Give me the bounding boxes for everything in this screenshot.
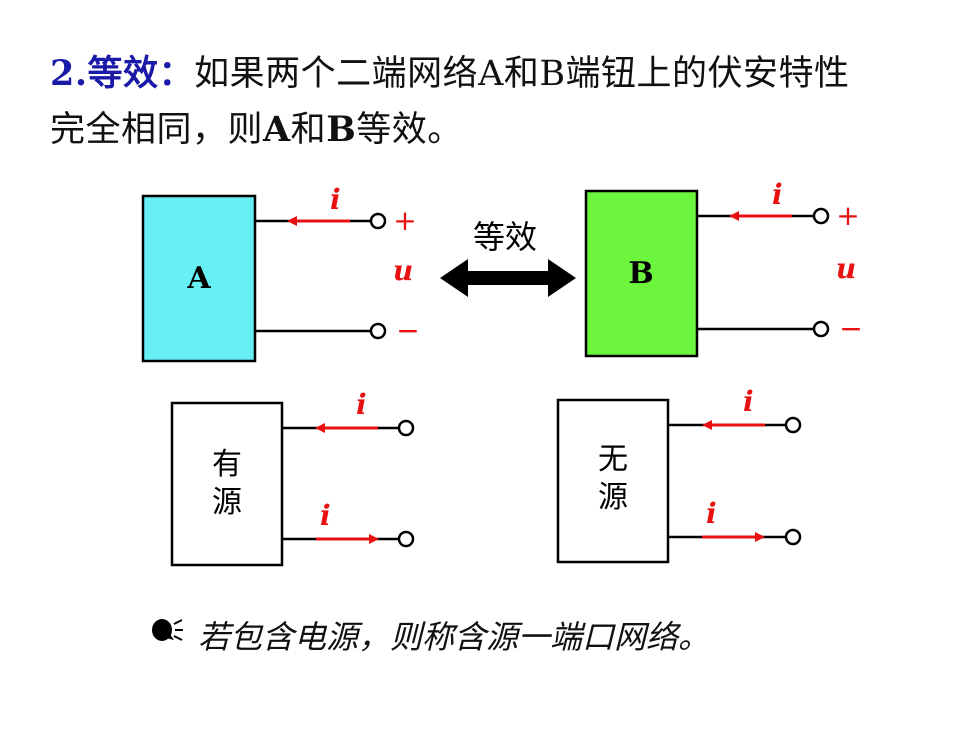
passive-node-top — [784, 416, 802, 434]
active-node-bottom — [397, 530, 415, 548]
minus-sign-a: − — [396, 314, 419, 347]
active-box — [170, 401, 284, 567]
equivalence-arrow: 等效 — [440, 218, 576, 297]
box-b — [584, 189, 699, 358]
current-label-b: i — [772, 178, 783, 211]
terminal-node-bottom-a — [369, 322, 387, 340]
definition-text-2e: 等效。 — [356, 110, 463, 150]
passive-current-label-top: i — [743, 385, 754, 418]
heading-line-2: 完全相同，则A和B等效。 — [50, 108, 463, 152]
plus-sign-a: + — [393, 204, 416, 237]
current-label-a: i — [330, 183, 341, 216]
terminal-node-top-b — [812, 207, 830, 225]
active-current-label-bottom: i — [320, 499, 331, 532]
minus-sign-b: − — [839, 312, 862, 345]
definition-text-2d: B — [326, 109, 357, 150]
speaker-icon — [150, 615, 184, 659]
box-a-label: A — [186, 261, 211, 296]
double-arrow-icon — [440, 259, 576, 297]
network-b: B i + u − — [584, 178, 863, 358]
passive-box-label-1: 无 — [598, 442, 628, 477]
equiv-label: 等效 — [473, 218, 537, 256]
section-number: 2. — [50, 53, 88, 94]
active-node-top — [397, 419, 415, 437]
passive-network: 无 源 i i — [556, 385, 802, 564]
terminal-node-top-a — [369, 212, 387, 230]
definition-text-2c: 和 — [290, 110, 327, 150]
voltage-label-a: u — [393, 254, 413, 287]
definition-text: 如果两个二端网络A和B端钮上的伏安特性 — [194, 54, 850, 94]
box-a — [141, 194, 257, 363]
active-network: 有 源 i i — [170, 388, 415, 567]
network-a: A i + u − — [141, 183, 420, 363]
definition-text-2b: A — [263, 109, 291, 150]
box-b-label: B — [628, 256, 653, 291]
section-term: 等效： — [87, 53, 195, 94]
active-box-label-2: 源 — [212, 485, 242, 520]
passive-box — [556, 398, 670, 564]
voltage-label-b: u — [836, 252, 856, 285]
footnote-text: 若包含电源，则称含源一端口网络。 — [198, 618, 711, 656]
passive-box-label-2: 源 — [598, 480, 628, 515]
active-box-label-1: 有 — [212, 447, 242, 482]
passive-node-bottom — [784, 528, 802, 546]
heading-line-1: 2.等效：如果两个二端网络A和B端钮上的伏安特性 — [50, 52, 850, 96]
active-current-label-top: i — [356, 388, 367, 421]
terminal-node-bottom-b — [812, 320, 830, 338]
plus-sign-b: + — [836, 199, 859, 232]
footnote: 若包含电源，则称含源一端口网络。 — [150, 615, 710, 659]
passive-current-label-bottom: i — [706, 497, 717, 530]
definition-text-2a: 完全相同，则 — [50, 110, 264, 150]
